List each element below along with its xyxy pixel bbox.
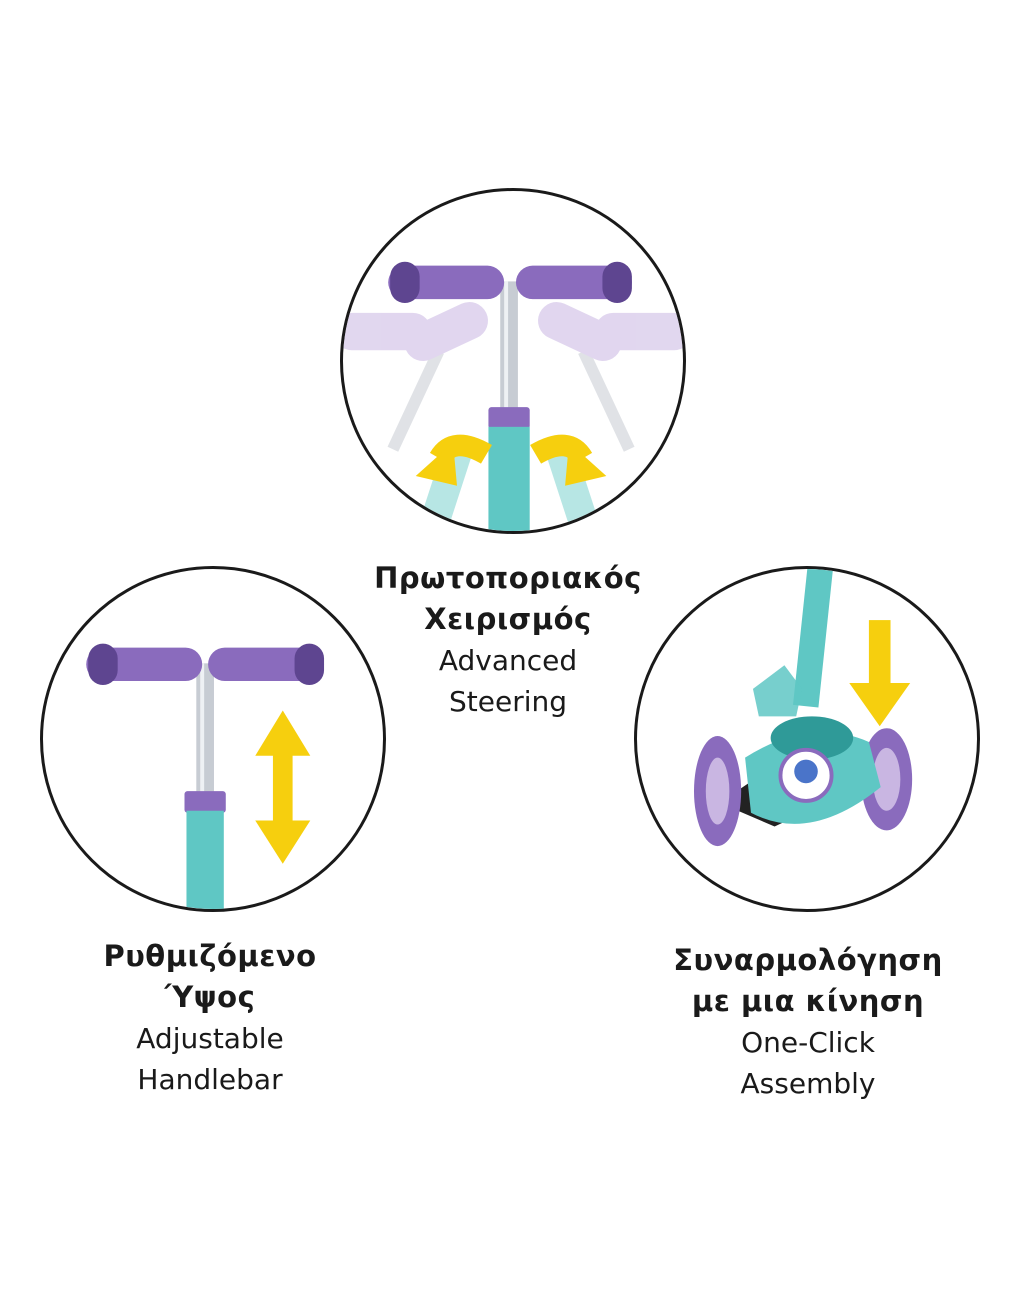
assembly-title-en-line2: Assembly: [740, 1067, 876, 1100]
steering-title-gr-line2: Χειρισμός: [424, 602, 592, 636]
stem-clamp: [488, 407, 530, 429]
lower-tube: [186, 810, 224, 909]
height-clamp: [184, 791, 226, 813]
assembly-caption: Συναρμολόγηση με μια κίνηση One-Click As…: [648, 940, 968, 1104]
curved-arrows-icon: [415, 434, 607, 486]
steering-title-en-line1: Advanced: [438, 644, 578, 677]
assembly-title-gr-line1: Συναρμολόγηση: [673, 943, 943, 977]
steering-feature-circle: [340, 188, 686, 534]
assembly-stem: [793, 569, 833, 708]
assembly-feature-circle: [634, 566, 980, 912]
height-caption: Ρυθμιζόμενο Ύψος Adjustable Handlebar: [50, 936, 370, 1100]
faded-right-handlebar: [537, 302, 683, 452]
height-feature-circle: [40, 566, 386, 912]
steering-title-gr-line1: Πρωτοποριακός: [374, 561, 642, 595]
down-arrow-icon: [849, 620, 911, 727]
height-title-gr-line1: Ρυθμιζόμενο: [103, 939, 317, 973]
handlebar-stem: [196, 663, 214, 811]
faded-left-handlebar: [343, 302, 489, 452]
main-stem: [500, 281, 518, 429]
steering-caption: Πρωτοποριακός Χειρισμός Advanced Steerin…: [348, 558, 668, 722]
steering-title-en-line2: Steering: [448, 685, 567, 718]
height-title-gr-line2: Ύψος: [164, 980, 256, 1014]
assembly-title-en-line1: One-Click: [741, 1026, 875, 1059]
height-illustration: [86, 643, 325, 909]
steering-illustration: [343, 261, 683, 531]
height-title-en-line2: Handlebar: [137, 1063, 283, 1096]
lower-tube: [488, 426, 530, 531]
assembly-title-gr-line2: με μια κίνηση: [691, 984, 925, 1018]
double-arrow-vertical-icon: [255, 710, 311, 864]
height-title-en-line1: Adjustable: [136, 1022, 284, 1055]
assembly-illustration: [693, 569, 913, 847]
